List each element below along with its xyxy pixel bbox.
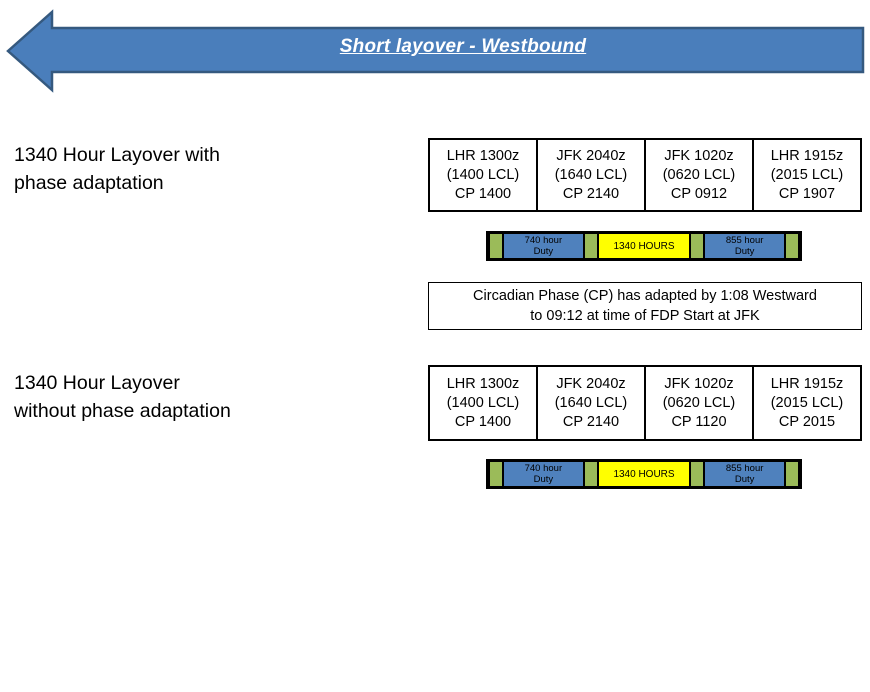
sector-circadian-phase: CP 2140: [562, 185, 620, 202]
sector-local-time: (0620 LCL): [662, 166, 736, 183]
row-label-without-adaptation: 1340 Hour Layover without phase adaptati…: [14, 372, 231, 422]
bar-duty-block: 740 hour Duty: [503, 462, 584, 486]
sector-local-time: (2015 LCL): [770, 166, 844, 183]
sector-local-time: (1400 LCL): [446, 166, 520, 183]
duty-layover-bar-without-adaptation: 740 hour Duty 1340 HOURS 855 hour Duty: [486, 459, 802, 489]
sector-circadian-phase: CP 2140: [562, 413, 620, 430]
sector-cell: LHR 1300z (1400 LCL) CP 1400: [430, 140, 538, 210]
sector-cell: JFK 1020z (0620 LCL) CP 0912: [646, 140, 754, 210]
sector-circadian-phase: CP 0912: [670, 185, 728, 202]
sector-cell: JFK 2040z (1640 LCL) CP 2140: [538, 367, 646, 439]
bar-duty-block: 855 hour Duty: [704, 462, 786, 486]
bar-separator: [690, 234, 705, 258]
sector-circadian-phase: CP 1120: [671, 413, 727, 430]
circadian-phase-note: Circadian Phase (CP) has adapted by 1:08…: [428, 282, 862, 330]
sector-cell: LHR 1300z (1400 LCL) CP 1400: [430, 367, 538, 439]
bar-duty-label: 740 hour Duty: [524, 235, 563, 257]
bar-layover-block: 1340 HOURS: [597, 234, 691, 258]
sector-circadian-phase: CP 1400: [454, 413, 512, 430]
bar-separator: [489, 462, 503, 486]
bar-separator: [690, 462, 705, 486]
bar-duty-label: 855 hour Duty: [725, 463, 764, 485]
sector-table-without-adaptation: LHR 1300z (1400 LCL) CP 1400 JFK 2040z (…: [428, 365, 862, 441]
sector-station-time: JFK 2040z: [556, 375, 626, 392]
sector-circadian-phase: CP 1400: [454, 185, 512, 202]
bar-layover-block: 1340 HOURS: [597, 462, 691, 486]
bar-duty-block: 740 hour Duty: [503, 234, 584, 258]
bar-separator: [583, 462, 598, 486]
sector-station-time: LHR 1915z: [770, 375, 844, 392]
row-label-with-adaptation: 1340 Hour Layover with phase adaptation: [14, 144, 220, 194]
sector-cell: JFK 2040z (1640 LCL) CP 2140: [538, 140, 646, 210]
bar-separator: [785, 462, 800, 486]
bar-separator: [583, 234, 598, 258]
sector-station-time: JFK 1020z: [664, 375, 734, 392]
bar-duty-block: 855 hour Duty: [704, 234, 786, 258]
banner-title: Short layover - Westbound: [339, 36, 587, 57]
circadian-phase-note-text: Circadian Phase (CP) has adapted by 1:08…: [473, 288, 817, 324]
sector-station-time: JFK 1020z: [664, 147, 734, 164]
sector-local-time: (2015 LCL): [770, 394, 844, 411]
arrow-shape-icon: [6, 9, 865, 93]
sector-cell: LHR 1915z (2015 LCL) CP 2015: [754, 367, 860, 439]
bar-duty-label: 740 hour Duty: [524, 463, 563, 485]
duty-layover-bar-with-adaptation: 740 hour Duty 1340 HOURS 855 hour Duty: [486, 231, 802, 261]
sector-station-time: LHR 1300z: [446, 375, 520, 392]
sector-cell: LHR 1915z (2015 LCL) CP 1907: [754, 140, 860, 210]
sector-circadian-phase: CP 1907: [778, 185, 836, 202]
bar-layover-label: 1340 HOURS: [613, 240, 675, 252]
sector-local-time: (1640 LCL): [554, 166, 628, 183]
bar-separator: [785, 234, 800, 258]
sector-station-time: JFK 2040z: [556, 147, 626, 164]
sector-cell: JFK 1020z (0620 LCL) CP 1120: [646, 367, 754, 439]
sector-local-time: (1400 LCL): [446, 394, 520, 411]
sector-local-time: (0620 LCL): [662, 394, 736, 411]
bar-layover-label: 1340 HOURS: [613, 468, 675, 480]
sector-circadian-phase: CP 2015: [778, 413, 836, 430]
sector-station-time: LHR 1300z: [446, 147, 520, 164]
sector-station-time: LHR 1915z: [770, 147, 844, 164]
sector-local-time: (1640 LCL): [554, 394, 628, 411]
banner-arrow-westbound: Short layover - Westbound: [0, 6, 870, 94]
bar-duty-label: 855 hour Duty: [725, 235, 764, 257]
sector-table-with-adaptation: LHR 1300z (1400 LCL) CP 1400 JFK 2040z (…: [428, 138, 862, 212]
bar-separator: [489, 234, 503, 258]
